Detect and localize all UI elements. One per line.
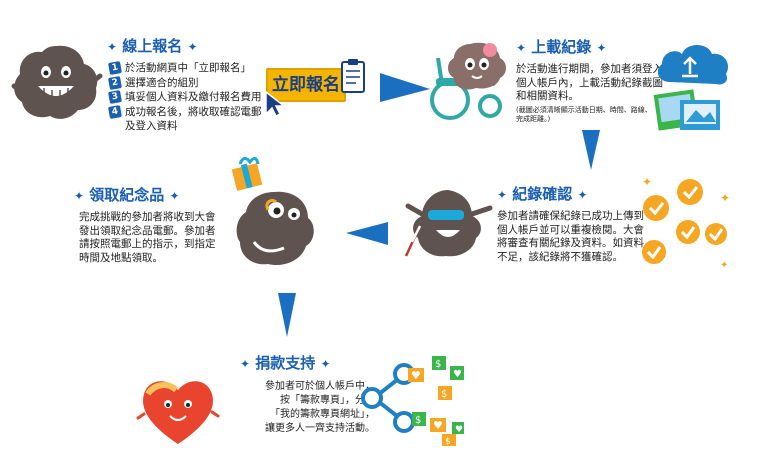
step-text: 於活動網頁中「立即報名」 (125, 62, 251, 74)
star-icon: ✦ (596, 41, 607, 55)
souvenir-line: 請按照電郵上的指示，到指定 (79, 238, 216, 250)
svg-text:♥: ♥ (455, 425, 463, 435)
upload-line: 於活動進行期間，參加者須登入 (516, 63, 663, 75)
souvenir-line: 發出領取紀念品電郵。參加者 (79, 224, 216, 237)
donate-description: 參加者可於個人帳戶中， 按「籌款專頁」，分享 「我的籌款專頁網址」， 讓更多人一… (235, 380, 375, 436)
confirm-title: ✦ 紀錄確認 ✦ (497, 183, 588, 204)
svg-text:$: $ (445, 437, 451, 447)
svg-text:♥: ♥ (453, 369, 462, 380)
register-now-button[interactable]: 立即報名 (266, 68, 346, 102)
star-icon: ✦ (320, 357, 331, 371)
step-number-badge: 4 (108, 104, 122, 119)
star-icon: ✦ (516, 41, 527, 55)
clipboard-icon (341, 59, 365, 93)
upload-line: 和相關資料。 (516, 90, 579, 102)
gift-mascot-icon (231, 157, 314, 266)
star-icon: ✦ (240, 357, 251, 371)
svg-text:$: $ (415, 415, 421, 426)
donate-line: 「我的籌款專頁網址」， (270, 409, 375, 420)
svg-text:♥: ♥ (433, 419, 443, 432)
svg-text:✦: ✦ (720, 191, 730, 205)
arrow-down (582, 130, 600, 170)
upload-title-text: 上載紀錄 (531, 38, 592, 56)
souvenir-title-text: 領取紀念品 (89, 186, 165, 204)
donate-title-text: 捐款支持 (255, 354, 316, 372)
confirm-line: 參加者請確保紀錄已成功上傳到 (497, 210, 644, 222)
svg-text:♥: ♥ (411, 369, 421, 382)
upload-description: 於活動進行期間，參加者須登入 個人帳戶內，上載活動紀錄截圖 和相關資料。 (516, 63, 686, 104)
mascot-icon (11, 45, 103, 119)
donate-line: 參加者可於個人帳戶中， (265, 381, 375, 392)
arrow-right (380, 73, 430, 102)
register-title: ✦ 線上報名 ✦ (107, 35, 198, 56)
upload-note-line: (截圖必須清晰顯示活動日期、時間、路線、 (516, 106, 652, 114)
upload-line: 個人帳戶內，上載活動紀錄截圖 (516, 76, 663, 89)
svg-text:✦: ✦ (720, 260, 728, 271)
step-text: 及登入資料 (125, 120, 178, 132)
arrow-down (278, 293, 296, 337)
souvenir-title: ✦ 領取紀念品 ✦ (74, 184, 180, 205)
souvenir-line: 時間及地點領取。 (79, 251, 163, 264)
blind-mascot-icon (404, 190, 493, 257)
share-icon: ♥ $ ♥ $ $ ♥ ♥ $ (361, 356, 464, 447)
arrow-left (346, 222, 388, 245)
cloud-upload-icon (653, 45, 729, 131)
svg-text:$: $ (441, 389, 447, 400)
donate-line: 按「籌款專頁」，分享 (280, 395, 375, 406)
heart-mascot-icon (136, 381, 220, 444)
upload-note: (截圖必須清晰顯示活動日期、時間、路線、 完成距離。) (516, 106, 676, 124)
register-step-continued: 及登入資料 (109, 120, 269, 134)
souvenir-description: 完成挑戰的參加者將收到大會 發出領取紀念品電郵。參加者 請按照電郵上的指示，到指… (79, 211, 239, 265)
step-text: 選擇適合的組別 (125, 76, 199, 89)
svg-text:$: $ (435, 359, 441, 370)
donate-title: ✦ 捐款支持 ✦ (240, 352, 331, 373)
confirm-title-text: 紀錄確認 (512, 185, 573, 203)
upload-title: ✦ 上載紀錄 ✦ (516, 36, 607, 57)
step-number-badge: 2 (108, 75, 122, 90)
step-text: 成功報名後，將收取確認電郵 (125, 105, 262, 118)
svg-text:✦: ✦ (642, 175, 652, 189)
star-icon: ✦ (187, 40, 198, 54)
star-icon: ✦ (497, 188, 508, 202)
step-text: 填妥個人資料及繳付報名費用 (125, 91, 262, 103)
check-marks-icon: ✦ ✦ ✦ (642, 175, 730, 271)
confirm-description: 參加者請確保紀錄已成功上傳到 個人帳戶並可以重複檢閱。大會 將審查有關紀錄及資料… (497, 210, 672, 264)
step-number-badge: 3 (108, 90, 122, 104)
star-icon: ✦ (169, 189, 180, 203)
register-title-text: 線上報名 (122, 37, 183, 55)
confirm-line: 個人帳戶並可以重複檢閱。大會 (497, 223, 644, 236)
wheelchair-mascot-icon (430, 42, 506, 120)
step-number-badge: 1 (108, 61, 122, 75)
star-icon: ✦ (107, 40, 118, 54)
confirm-line: 不足，該紀錄將不獲確認。 (497, 250, 623, 263)
upload-note-line: 完成距離。) (516, 115, 551, 123)
confirm-line: 將審查有關紀錄及資料。如資料 (497, 237, 644, 249)
donate-line: 讓更多人一齊支持活動。 (265, 423, 375, 434)
star-icon: ✦ (577, 188, 588, 202)
cursor-icon (265, 90, 287, 118)
star-icon: ✦ (74, 189, 85, 203)
souvenir-line: 完成挑戰的參加者將收到大會 (79, 211, 216, 223)
